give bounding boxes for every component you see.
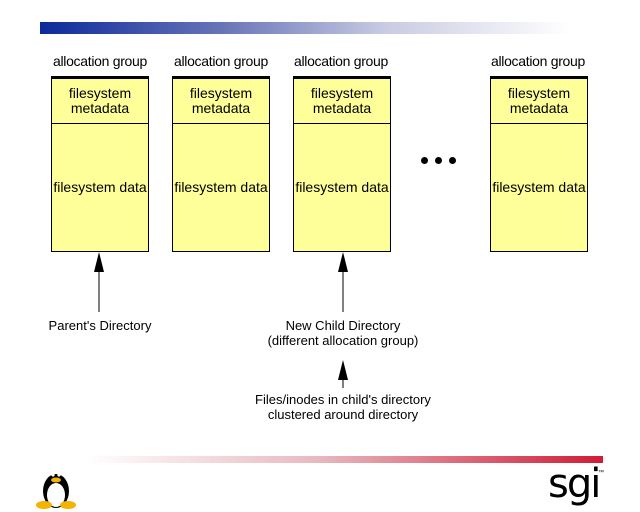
ellipsis-dot <box>421 157 428 164</box>
sgi-logo: sgi <box>548 461 601 507</box>
data-section: filesystem data <box>492 179 586 195</box>
data-section: filesystem data <box>174 179 268 195</box>
parent-arrow <box>94 252 104 312</box>
files-caption: Files/inodes in child's directory cluste… <box>213 392 473 422</box>
allocation-group-box: filesystem metadata filesystem data <box>51 76 149 252</box>
title-gradient-bar <box>40 22 570 34</box>
allocation-group-box: filesystem metadata filesystem data <box>172 76 270 252</box>
caption-line: (different allocation group) <box>267 333 419 348</box>
child-arrow <box>338 252 348 312</box>
parent-directory-caption: Parent's Directory <box>48 318 152 333</box>
metadata-section: filesystem metadata <box>491 79 587 124</box>
child-directory-caption: New Child Directory (different allocatio… <box>233 318 453 348</box>
group-label: allocation group <box>490 53 586 69</box>
group-label: allocation group <box>173 53 269 69</box>
data-section: filesystem data <box>53 179 147 195</box>
allocation-group-box: filesystem metadata filesystem data <box>293 76 391 252</box>
ellipsis-dot <box>435 157 442 164</box>
trademark: ™ <box>598 470 604 476</box>
caption-line: clustered around directory <box>267 407 419 422</box>
footer-gradient-bar <box>85 456 603 463</box>
ellipsis-dot <box>449 157 456 164</box>
group-label: allocation group <box>293 53 389 69</box>
caption-line: New Child Directory <box>285 318 401 333</box>
caption-line: Files/inodes in child's directory <box>255 392 431 407</box>
metadata-section: filesystem metadata <box>52 79 148 124</box>
metadata-section: filesystem metadata <box>173 79 269 124</box>
group-label: allocation group <box>52 53 148 69</box>
tux-penguin-icon <box>36 473 76 509</box>
metadata-section: filesystem metadata <box>294 79 390 124</box>
data-section: filesystem data <box>295 179 389 195</box>
allocation-group-box: filesystem metadata filesystem data <box>490 76 588 252</box>
files-arrow <box>338 360 348 388</box>
